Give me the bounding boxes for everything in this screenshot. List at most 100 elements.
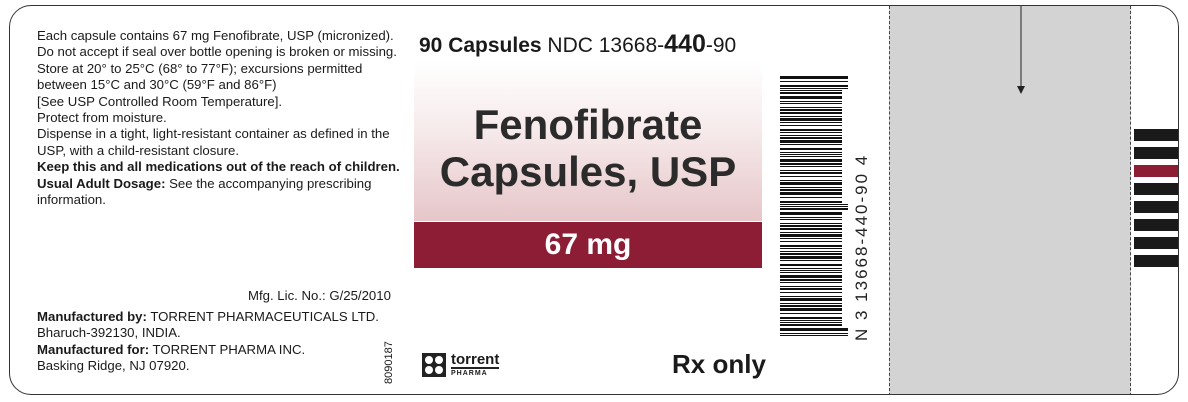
edge-color-bars	[1134, 129, 1178, 273]
barcode-bar	[780, 253, 842, 255]
mfg-license: Mfg. Lic. No.: G/25/2010	[248, 288, 391, 303]
barcode-bar	[780, 144, 842, 145]
barcode-bar	[780, 305, 842, 307]
lot-code: 8090187	[383, 341, 395, 384]
logo-sub: PHARMA	[451, 370, 488, 377]
barcode-bar	[780, 333, 848, 334]
barcode-bar	[780, 140, 842, 143]
arrow-down-icon	[1017, 6, 1025, 94]
barcode-bar	[780, 251, 842, 252]
logo-name: torrent	[451, 351, 500, 369]
barcode-bar	[780, 292, 842, 293]
barcode-bar	[780, 129, 842, 131]
manufacturer-info: Manufactured by: TORRENT PHARMACEUTICALS…	[37, 309, 397, 375]
barcode-bar	[780, 132, 842, 133]
manufactured-by-address: Bharuch-392130, INDIA.	[37, 325, 181, 341]
barcode-bar	[780, 286, 842, 287]
barcode-bar	[780, 103, 842, 104]
barcode-bar	[780, 107, 842, 108]
barcode-bar	[780, 135, 842, 136]
barcode-bar	[780, 303, 842, 304]
barcode-bar	[780, 248, 842, 249]
torrent-logo-icon	[422, 353, 446, 377]
barcode-bar	[780, 122, 842, 123]
barcode-bar	[780, 313, 842, 314]
barcode-bar	[780, 270, 842, 271]
barcode-bar	[780, 212, 842, 215]
barcode-bar	[780, 182, 842, 185]
barcode-bar	[780, 298, 842, 301]
barcode-bar	[780, 112, 842, 114]
capsule-contents: Each capsule contains 67 mg Fenofibrate,…	[37, 28, 394, 43]
count-ndc-line: 90 Capsules NDC 13668-440-90	[419, 30, 736, 59]
barcode-bar	[780, 223, 842, 224]
barcode-bar	[780, 201, 842, 203]
barcode-bar	[780, 320, 842, 321]
moisture-text: Protect from moisture.	[37, 110, 167, 126]
center-panel: 90 Capsules NDC 13668-440-90 Fenofibrate…	[414, 6, 766, 394]
usp-temp-text: [See USP Controlled Room Temperature].	[37, 93, 283, 109]
rx-only: Rx only	[672, 349, 766, 379]
barcode-bar	[780, 109, 842, 111]
barcode-bar	[780, 282, 842, 283]
storage-text: Store at 20° to 25°C (68° to 77°F); excu…	[37, 60, 363, 93]
grey-panel	[889, 6, 1131, 394]
strength-banner: 67 mg	[414, 222, 762, 268]
capsule-count: 90 Capsules	[419, 34, 542, 57]
barcode-bar	[780, 180, 842, 181]
torrent-logo: torrent PHARMA	[422, 351, 500, 378]
barcode-bar	[780, 189, 842, 191]
manufactured-by: Manufactured by: TORRENT PHARMACEUTICALS…	[37, 309, 379, 324]
barcode-bar	[780, 225, 842, 227]
barcode-bar	[780, 308, 842, 311]
barcode-bar	[780, 163, 842, 165]
barcode-bar	[780, 275, 842, 278]
ndc-product: 440	[664, 30, 706, 58]
barcode-bar	[780, 170, 842, 171]
barcode-bar	[780, 245, 842, 247]
barcode-bar	[780, 256, 842, 259]
barcode-bar	[780, 148, 842, 150]
barcode-bar	[780, 260, 842, 261]
barcode-bar	[780, 81, 848, 82]
barcode-bar	[780, 137, 842, 139]
barcode-bar	[780, 279, 842, 281]
ndc-prefix: NDC 13668-	[541, 34, 665, 57]
barcode-bar	[780, 152, 842, 153]
barcode-bar	[780, 172, 842, 174]
barcode-bar	[780, 166, 842, 167]
barcode-bar	[780, 125, 842, 126]
barcode-bar	[780, 118, 842, 121]
barcode-bar	[780, 217, 842, 218]
barcode-bar	[780, 154, 842, 155]
barcode-bar	[780, 324, 842, 326]
barcode-bar	[780, 197, 842, 198]
barcode-bar	[780, 228, 842, 230]
barcode-bar	[780, 296, 842, 297]
barcode-bar	[780, 90, 842, 91]
seal-warning: Do not accept if seal over bottle openin…	[37, 44, 397, 60]
barcode	[780, 76, 848, 336]
barcode-bar	[780, 187, 842, 188]
barcode-bar	[780, 156, 842, 157]
barcode-bar	[780, 176, 842, 177]
barcode-bar	[780, 238, 842, 239]
ndc-suffix: -90	[705, 34, 737, 57]
barcode-bar	[780, 219, 842, 220]
dosage-text: Usual Adult Dosage: See the accompanying…	[37, 175, 372, 208]
barcode-bar	[780, 92, 842, 94]
drug-label: Each capsule contains 67 mg Fenofibrate,…	[9, 5, 1179, 395]
barcode-bar	[780, 322, 842, 323]
barcode-bar	[780, 268, 842, 269]
barcode-bar	[780, 234, 842, 237]
barcode-bar	[780, 116, 842, 117]
barcode-bar	[780, 96, 842, 99]
barcode-bar	[780, 192, 842, 195]
barcode-bar	[780, 232, 842, 233]
barcode-bar	[780, 288, 842, 290]
keep-out-warning: Keep this and all medications out of the…	[37, 159, 400, 175]
barcode-bar	[780, 206, 848, 207]
drug-name: Fenofibrate Capsules, USP	[439, 101, 737, 195]
barcode-bar	[780, 76, 848, 79]
barcode-bar	[780, 85, 848, 87]
